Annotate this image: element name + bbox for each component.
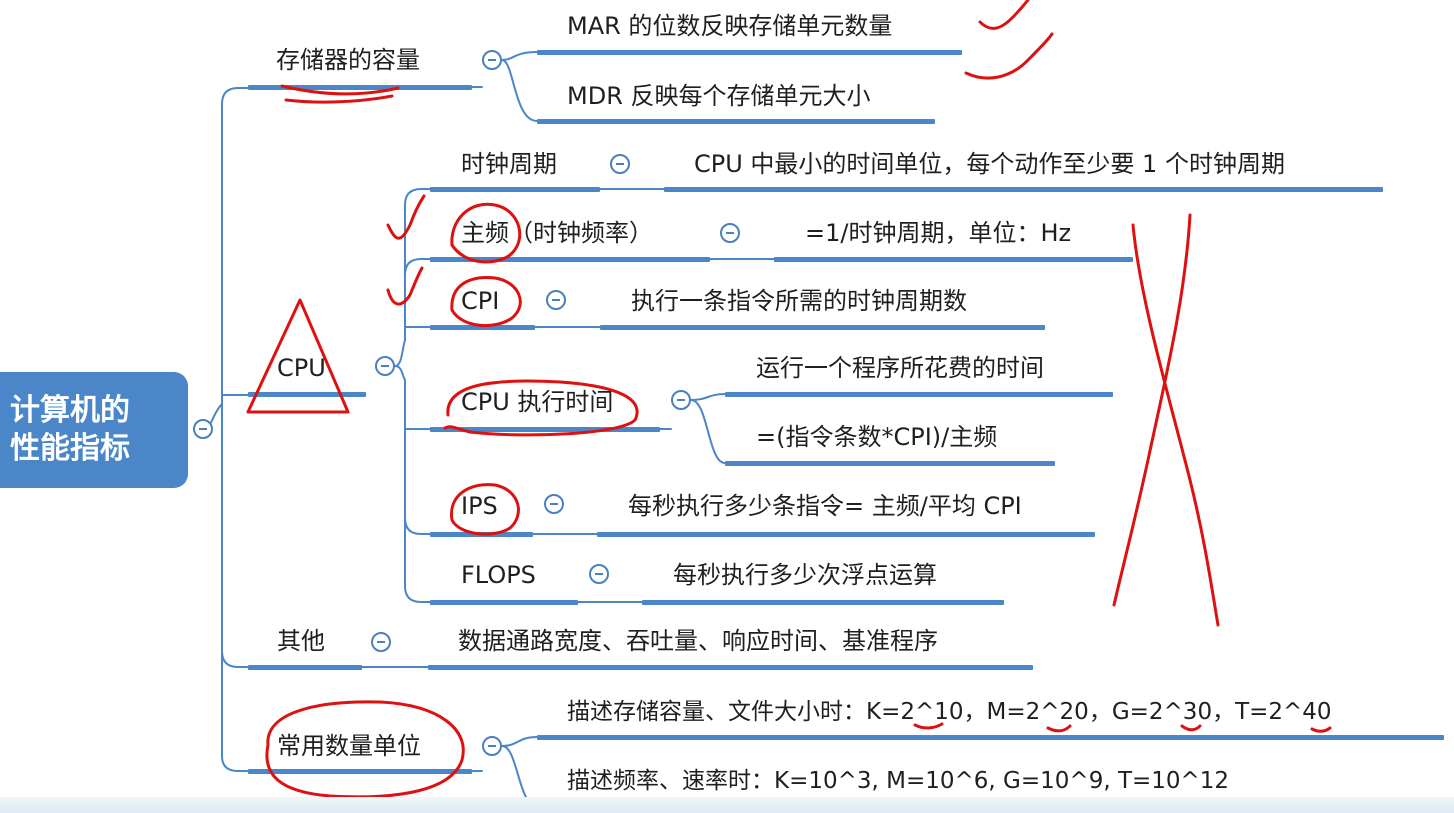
collapse-icon-clock-period[interactable] [610,154,630,174]
underline-bar-clock-period-desc [664,187,1383,192]
annotation-checkmark-mdr [964,32,1054,80]
underline-bar-flops [430,600,578,605]
annotation-checkmark-cpi [386,266,424,306]
node-frequency[interactable]: 主频（时钟频率） [461,219,653,247]
node-cpu[interactable]: CPU [277,354,326,382]
underline-bar-other-desc [428,665,1033,670]
node-cpi[interactable]: CPI [461,287,500,315]
node-units[interactable]: 常用数量单位 [277,732,421,760]
connector-capacity-split [471,51,538,122]
node-flops[interactable]: FLOPS [461,561,536,589]
node-exec-time-desc-2[interactable]: =(指令条数*CPI)/主频 [756,423,998,451]
collapse-icon-units[interactable] [482,736,502,756]
underline-bar-mar [537,50,962,55]
collapse-icon-ips[interactable] [544,494,564,514]
annotation-underline-g [1180,724,1202,732]
collapse-icon-other[interactable] [371,632,391,652]
root-node[interactable] [0,372,188,488]
underline-bar-clock-period [430,187,600,192]
annotation-checkmark-mar [978,0,1030,30]
annotation-checkmark-frequency [386,194,426,240]
underline-bar-frequency-desc [774,257,1133,262]
annotation-circle-cpi [450,275,522,328]
collapse-icon-root[interactable] [193,419,213,439]
node-cpi-desc[interactable]: 执行一条指令所需的时钟周期数 [631,287,967,315]
collapse-icon-exec-time[interactable] [671,390,691,410]
node-exec-time[interactable]: CPU 执行时间 [461,388,614,416]
node-exec-time-desc-1[interactable]: 运行一个程序所花费的时间 [756,354,1044,382]
underline-bar-ips-desc [597,532,1095,537]
node-ips[interactable]: IPS [461,492,498,520]
underline-bar-capacity [248,85,472,90]
bottom-scroll-strip [0,797,1454,813]
connector-root-spine [202,87,249,772]
connector-exec-split [659,393,726,464]
node-mar[interactable]: MAR 的位数反映存储单元数量 [567,12,893,40]
underline-bar-cpu [248,392,366,397]
connector-cpu-spine [394,188,431,603]
underline-bar-cpi-desc [600,325,1045,330]
annotation-cross-stroke-2 [1112,213,1192,607]
collapse-icon-cpu[interactable] [375,356,395,376]
root-title-line-1: 计算机的 [10,393,130,428]
collapse-icon-capacity[interactable] [482,50,502,70]
annotation-circle-frequency [450,202,522,264]
collapse-icon-frequency[interactable] [720,223,740,243]
node-clock-period[interactable]: 时钟周期 [461,150,557,178]
annotation-circle-exec-time [443,379,639,437]
annotation-cross-stroke-1 [1131,223,1220,627]
annotation-triangle-cpu [246,298,350,414]
underline-bar-mdr [537,119,935,124]
node-units-rate[interactable]: 描述频率、速率时：K=10^3, M=10^6, G=10^9, T=10^12 [567,768,1230,794]
underline-bar-units-storage [537,735,1444,740]
annotation-circle-units [265,700,465,799]
node-flops-desc[interactable]: 每秒执行多少次浮点运算 [673,561,937,589]
node-other-desc[interactable]: 数据通路宽度、吞吐量、响应时间、基准程序 [458,627,938,655]
node-frequency-desc[interactable]: =1/时钟周期，单位：Hz [805,219,1072,247]
node-clock-period-desc[interactable]: CPU 中最小的时间单位，每个动作至少要 1 个时钟周期 [694,150,1285,178]
collapse-icon-cpi[interactable] [546,290,566,310]
underline-bar-exec-desc-1 [725,392,1113,397]
annotation-underline-m [1046,724,1072,733]
collapse-icon-flops[interactable] [589,564,609,584]
underline-bar-exec-desc-2 [725,461,1055,466]
root-node-title: 计算机的 性能指标 [10,392,180,468]
annotation-circle-ips [450,483,520,536]
underline-bar-flops-desc [642,600,1004,605]
node-ips-desc[interactable]: 每秒执行多少条指令= 主频/平均 CPI [628,492,1022,520]
node-mdr[interactable]: MDR 反映每个存储单元大小 [567,82,871,110]
underline-bar-units [248,769,472,774]
annotation-underline-t [1310,726,1332,733]
annotation-underline-capacity [280,84,400,104]
root-title-line-2: 性能指标 [10,431,130,466]
underline-bar-cpi [430,325,535,330]
node-units-storage[interactable]: 描述存储容量、文件大小时：K=2^10，M=2^20，G=2^30，T=2^40 [567,699,1332,725]
underline-bar-other [248,665,362,670]
annotation-underline-k [913,722,944,730]
node-storage-capacity[interactable]: 存储器的容量 [276,46,420,74]
node-other[interactable]: 其他 [277,627,325,655]
